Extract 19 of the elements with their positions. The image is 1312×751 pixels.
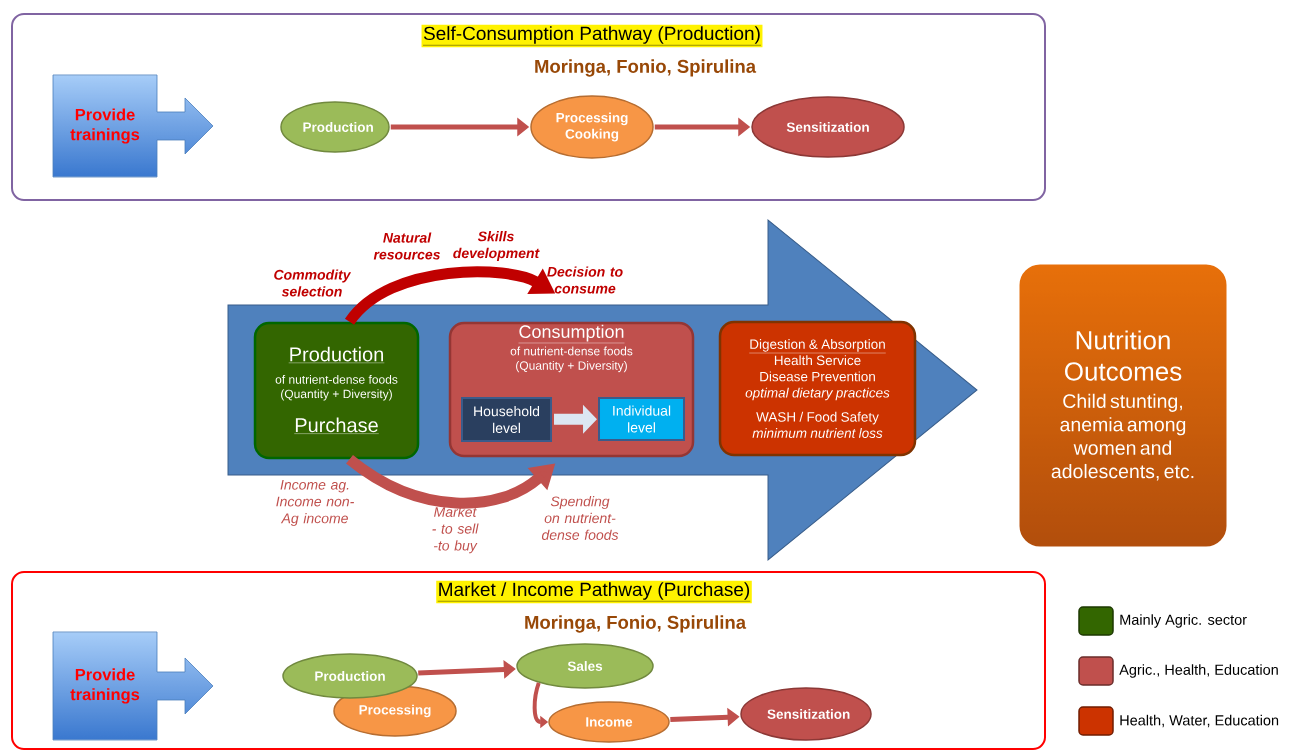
legend-label: Mainly Agric. sector bbox=[1120, 614, 1247, 628]
level-box: Individual level bbox=[598, 397, 685, 441]
annotation-text: Income ag. Income non-Ag income bbox=[276, 479, 354, 527]
annotation-text: Market - to sell -to buy bbox=[432, 506, 479, 554]
process-box: Production of nutrient-dense foods (Quantity + Diversity) Purchase bbox=[253, 321, 420, 460]
panel-title: Market / Income Pathway (Purchase) bbox=[436, 580, 752, 604]
legend-label: Health, Water, Education bbox=[1120, 714, 1279, 728]
outcome-box: Nutrition Outcomes Child stunting, anemia among women and adolescents, etc. bbox=[1016, 261, 1230, 550]
process-box: Digestion & Absorption Health Service Disease Prevention optimal dietary practices WASH / Food Safety minimum nutrient loss bbox=[718, 320, 917, 457]
annotation-text: Spending on nutrient-dense foods bbox=[541, 496, 619, 540]
level-box: Household level bbox=[461, 397, 552, 442]
annotation-text: Skills development bbox=[453, 231, 540, 261]
annotation-text: Decision to consume bbox=[547, 266, 623, 294]
crop-list: Moringa, Fonio, Spirulina bbox=[535, 59, 757, 77]
crop-list: Moringa, Fonio, Spirulina bbox=[525, 615, 747, 633]
panel-title: Self-Consumption Pathway (Production) bbox=[421, 24, 763, 48]
annotation-text: Natural resources bbox=[373, 232, 440, 260]
annotation-text: Commodity selection bbox=[274, 269, 352, 297]
legend-label: Agric., Health, Education bbox=[1119, 664, 1278, 678]
